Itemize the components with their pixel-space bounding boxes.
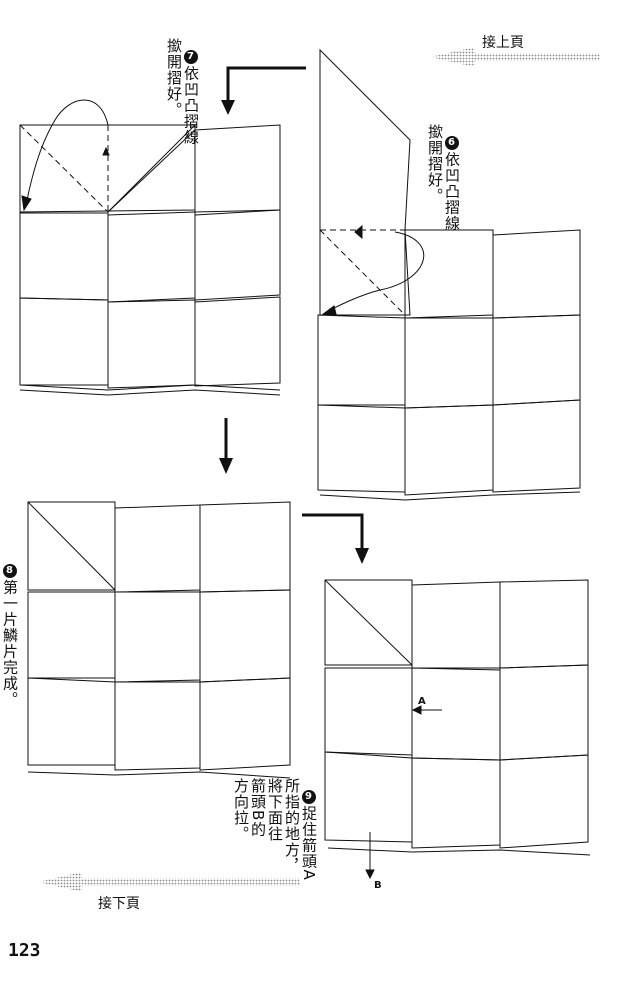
step7-caption: 7依凹凸摺線 撳開摺好。 (165, 38, 216, 146)
step6-text: 依凹凸摺線 撳開摺好。 (426, 124, 461, 232)
step6-caption: 6依凹凸摺線 撳開摺好。 (426, 124, 477, 232)
step7-diagram (19, 99, 281, 396)
step9-text: 捉住箭頭A 所指的地方， 將下面往 箭頭B的 方向拉。 (232, 778, 318, 881)
arrow-b-label: B (374, 880, 382, 891)
step8-caption: 8第一片鱗片完成。 (1, 552, 35, 708)
next-page-label[interactable]: 接下頁 (98, 896, 140, 912)
flow-arrow-icon-3 (302, 513, 369, 564)
prev-page-label[interactable]: 接上頁 (482, 35, 524, 51)
step9-diagram (324, 579, 591, 880)
flow-arrow-icon-2 (219, 418, 233, 474)
step9-number: 9 (302, 789, 316, 804)
step8-text: 第一片鱗片完成。 (1, 579, 19, 708)
page-number: 123 (8, 940, 41, 961)
step8-number: 8 (3, 563, 17, 578)
step9-caption: 9捉住箭頭A 所指的地方， 將下面往 箭頭B的 方向拉。 (232, 778, 334, 881)
step8-diagram (27, 501, 291, 779)
arrow-a-label: A (418, 696, 426, 707)
step6-diagram (317, 48, 581, 501)
next-page-arrow-icon (38, 872, 300, 892)
step7-number: 7 (184, 49, 198, 64)
step6-number: 6 (445, 135, 459, 150)
step7-text: 依凹凸摺線 撳開摺好。 (165, 38, 200, 146)
prev-page-arrow-icon (430, 47, 600, 67)
flow-arrow-icon (221, 66, 306, 115)
